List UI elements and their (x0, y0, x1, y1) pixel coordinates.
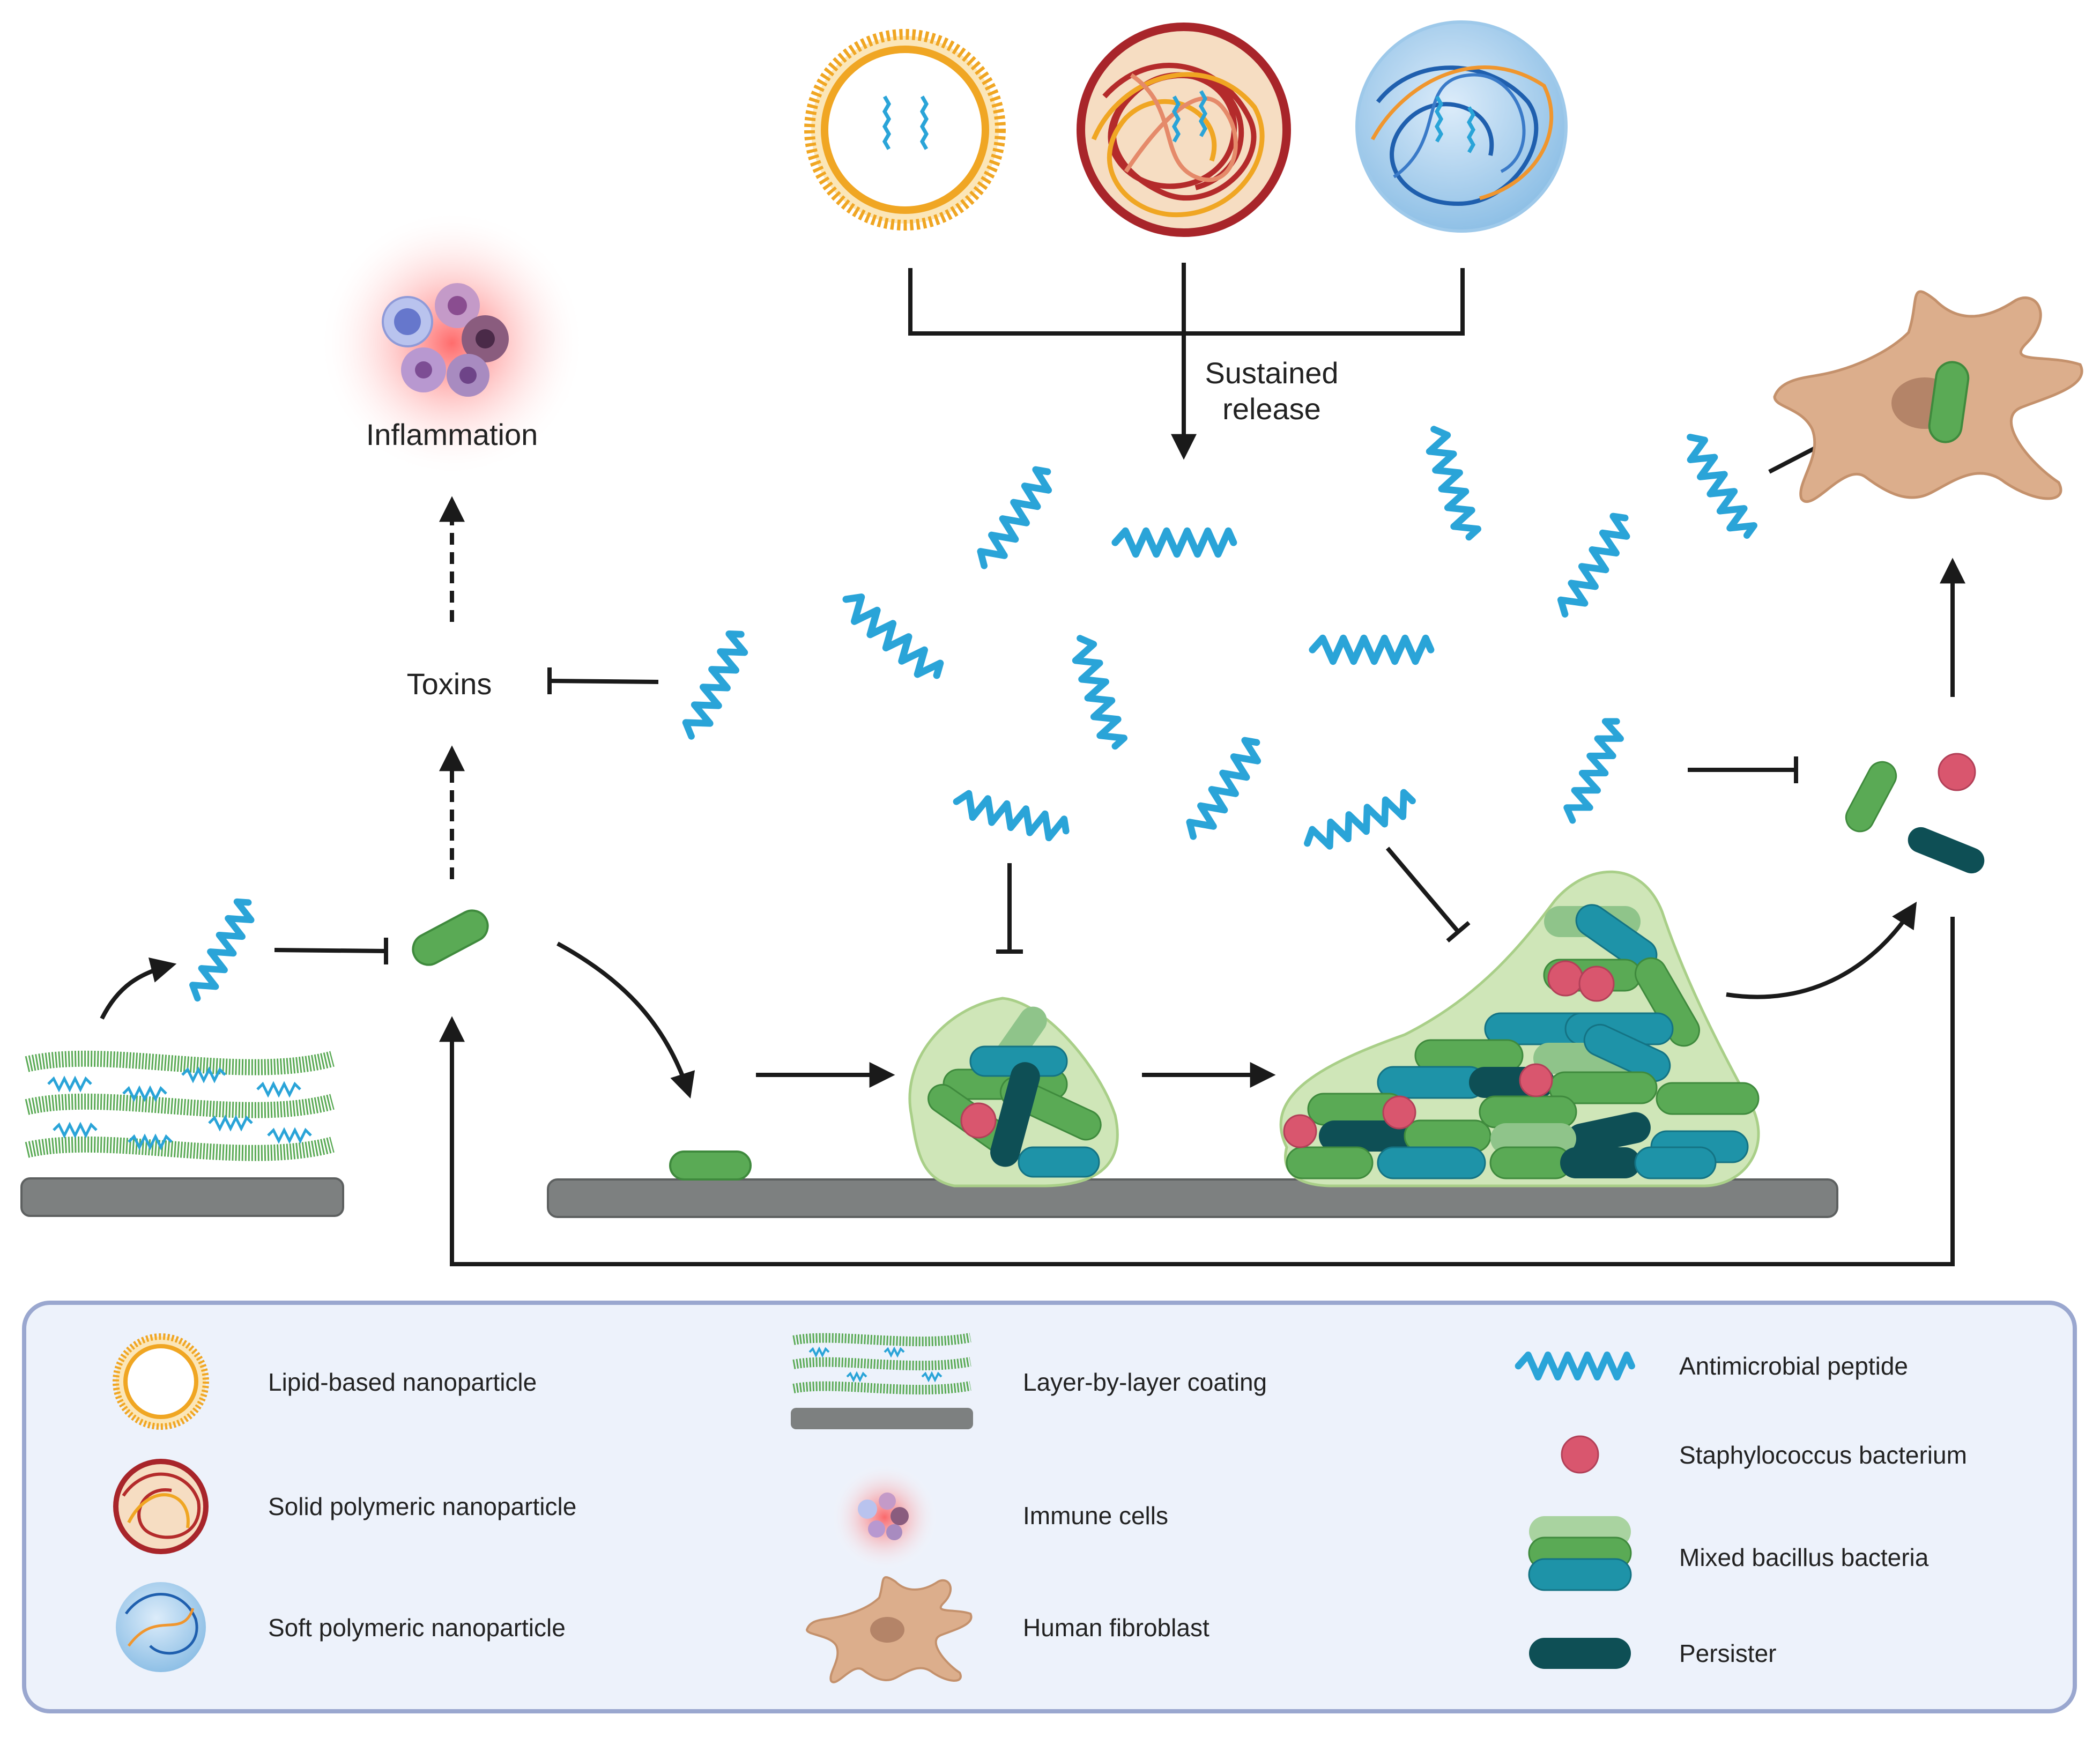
toxins-label: Toxins (407, 667, 492, 701)
legend-box (22, 1301, 2077, 1713)
attached-bacillus-icon (669, 1150, 752, 1181)
antimicrobial-peptides (188, 426, 1756, 1003)
surface-bar (547, 1178, 1838, 1218)
legend-lipid-label: Lipid-based nanoparticle (268, 1368, 537, 1396)
mature-biofilm (1279, 870, 1760, 1187)
peptide (1184, 736, 1266, 843)
peptide (1303, 791, 1417, 854)
microcolony (908, 997, 1119, 1187)
legend-fibroblast-label: Human fibroblast (1023, 1614, 1209, 1642)
legend-persister-label: Persister (1679, 1639, 1776, 1667)
flow-arrows (100, 558, 1965, 1266)
fibroblast-icon (1773, 290, 2083, 503)
peptide (1115, 531, 1234, 554)
peptide (975, 465, 1057, 572)
peptide (838, 590, 944, 684)
sustained-release-label-line2: release (1222, 392, 1321, 426)
peptide (1681, 432, 1757, 541)
legend-immune-icon (831, 1464, 938, 1571)
peptide (681, 629, 751, 741)
legend-solid-icon (113, 1459, 209, 1554)
peptide (188, 897, 258, 1003)
legend-fibroblast-icon (805, 1576, 973, 1683)
inflammation-label: Inflammation (366, 418, 538, 451)
legend-solid-label: Solid polymeric nanoparticle (268, 1493, 576, 1520)
legend-peptide-label: Antimicrobial peptide (1679, 1352, 1908, 1380)
peptide (1070, 635, 1126, 749)
legend-persister-icon (1529, 1638, 1631, 1669)
legend-lbl-coating-icon (791, 1333, 973, 1429)
soft-polymeric-nanoparticle-icon (1355, 20, 1568, 233)
legend-staph-label: Staphylococcus bacterium (1679, 1441, 1967, 1469)
legend-lipid-icon (113, 1333, 209, 1430)
release-bracket (908, 263, 1465, 460)
peptide (1423, 426, 1480, 540)
legend-staph-icon (1561, 1435, 1599, 1474)
lipid-nanoparticle-icon (804, 29, 1006, 231)
legend-immune-label: Immune cells (1023, 1502, 1168, 1530)
layer-by-layer-coating-icon (20, 1050, 344, 1217)
sustained-release-label: Sustained (1205, 356, 1338, 390)
peptide (1312, 638, 1431, 661)
legend-soft-label: Soft polymeric nanoparticle (268, 1614, 566, 1642)
dispersed-bacteria (1845, 753, 1985, 874)
peptide (1563, 717, 1627, 825)
bacillus-icon (412, 909, 489, 966)
legend-bacillus-icon (1528, 1516, 1632, 1591)
peptide (1556, 512, 1635, 620)
legend-lbl-coating-label: Layer-by-layer coating (1023, 1368, 1267, 1396)
peptide (954, 791, 1069, 842)
legend-soft-icon (116, 1582, 206, 1672)
immune-cells-icon (318, 209, 586, 477)
solid-polymeric-nanoparticle-icon (1077, 23, 1291, 237)
legend-bacillus-label: Mixed bacillus bacteria (1679, 1543, 1929, 1571)
